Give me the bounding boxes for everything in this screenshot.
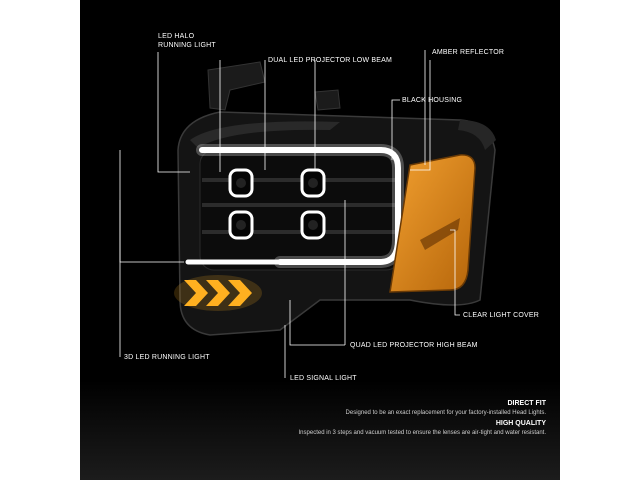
mounting-tab bbox=[314, 89, 341, 111]
label-amber-reflector: AMBER REFLECTOR bbox=[432, 49, 505, 56]
mounting-bracket bbox=[207, 61, 266, 111]
feature-title-high-quality: HIGH QUALITY bbox=[495, 420, 546, 427]
headlight-illustration bbox=[80, 50, 560, 480]
feature-title-direct-fit: DIRECT FIT bbox=[507, 400, 547, 407]
led-halo-glow bbox=[196, 144, 404, 268]
housing-rim bbox=[458, 120, 496, 150]
projector-high-left bbox=[228, 210, 254, 240]
label-led-halo: LED HALO RUNNING LIGHT bbox=[158, 32, 216, 50]
label-3d-led-running: 3D LED RUNNING LIGHT bbox=[124, 354, 210, 361]
label-led-halo-line1: LED HALO bbox=[158, 33, 195, 40]
label-dual-led-projector: DUAL LED PROJECTOR LOW BEAM bbox=[268, 57, 393, 64]
floor-gradient bbox=[80, 380, 560, 480]
label-quad-led-projector: QUAD LED PROJECTOR HIGH BEAM bbox=[350, 342, 478, 349]
label-black-housing: BLACK HOUSING bbox=[402, 97, 463, 104]
label-led-signal: LED SIGNAL LIGHT bbox=[290, 375, 357, 382]
callout-lines bbox=[119, 50, 460, 378]
projector-low-left bbox=[228, 168, 254, 198]
led-halo-bar bbox=[199, 147, 401, 265]
product-image-panel: LED HALO RUNNING LIGHT DUAL LED PROJECTO… bbox=[80, 0, 560, 480]
feature-desc-high-quality: Inspected in 3 steps and vacuum tested t… bbox=[298, 430, 546, 436]
label-clear-light-cover: CLEAR LIGHT COVER bbox=[463, 312, 540, 319]
feature-desc-direct-fit: Designed to be an exact replacement for … bbox=[345, 410, 546, 416]
led-signal-chevrons bbox=[174, 275, 262, 311]
projector-high-right bbox=[300, 210, 326, 240]
amber-reflector-ridge bbox=[420, 218, 460, 250]
inner-bezel bbox=[199, 149, 401, 271]
label-led-halo-line2: RUNNING LIGHT bbox=[158, 42, 216, 49]
projector-low-right bbox=[300, 168, 326, 198]
amber-reflector bbox=[389, 154, 476, 293]
cover-reflection bbox=[190, 121, 340, 148]
